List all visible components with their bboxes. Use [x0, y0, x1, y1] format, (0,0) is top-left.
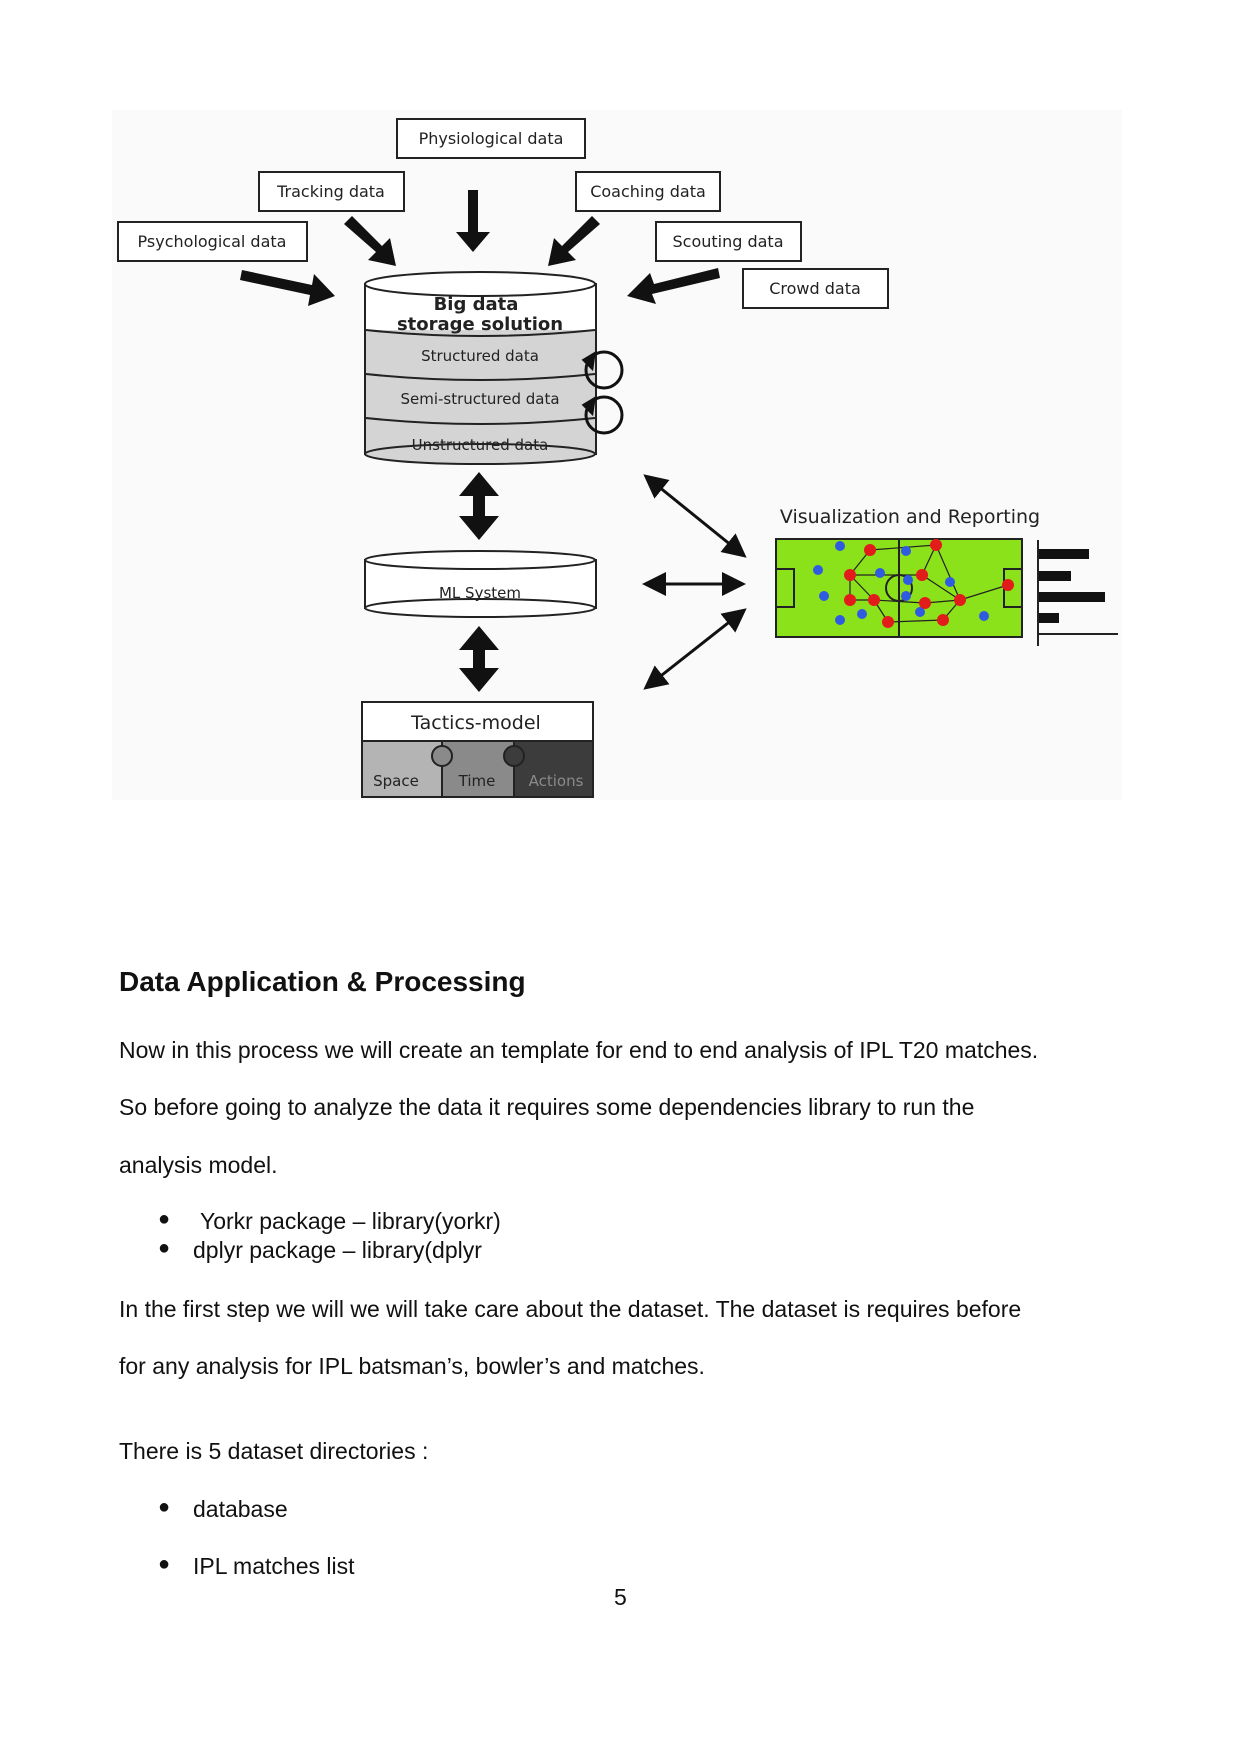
psychological-data-label: Psychological data: [138, 232, 287, 251]
double-arrow-icon: [459, 472, 499, 540]
bullet-icon: ●: [158, 1496, 171, 1518]
psychological-data-box: Psychological data: [117, 221, 308, 262]
paragraph-line: Now in this process we will create an te…: [119, 1037, 1039, 1063]
tactics-piece-space: Space: [373, 772, 419, 790]
connector-arrows: [642, 474, 747, 690]
structured-data-label: Structured data: [421, 347, 539, 365]
physiological-data-label: Physiological data: [419, 129, 564, 148]
bullet-icon: ●: [158, 1208, 171, 1230]
list-item-text: dplyr package – library(dplyr: [193, 1237, 482, 1263]
coaching-data-label: Coaching data: [590, 182, 706, 201]
double-arrow-icon: [459, 626, 499, 692]
storage-title-line1: Big data: [434, 294, 519, 315]
paragraph-line: for any analysis for IPL batsman’s, bowl…: [119, 1353, 705, 1379]
paragraph-line: In the first step we will we will take c…: [119, 1296, 1022, 1322]
list-item-text: IPL matches list: [193, 1553, 355, 1579]
crowd-data-label: Crowd data: [769, 279, 861, 298]
coaching-data-box: Coaching data: [575, 171, 721, 212]
tactics-piece-actions: Actions: [529, 772, 584, 790]
list-item-text: Yorkr package – library(yorkr): [200, 1208, 501, 1234]
tactics-piece-time: Time: [458, 772, 496, 790]
scouting-data-box: Scouting data: [655, 221, 802, 262]
cycle-icon: [581, 395, 624, 435]
semi-structured-data-label: Semi-structured data: [400, 390, 559, 408]
paragraph-line: So before going to analyze the data it r…: [119, 1094, 975, 1120]
scouting-data-label: Scouting data: [672, 232, 783, 251]
list-item-text: database: [193, 1496, 288, 1522]
storage-title-line2: storage solution: [397, 314, 563, 335]
paragraph-line: There is 5 dataset directories :: [119, 1438, 429, 1464]
visualization-title: Visualization and Reporting: [780, 506, 1040, 528]
pitch-visualization: [775, 538, 1023, 638]
ml-system-cylinder: ML System: [364, 550, 597, 618]
crowd-data-box: Crowd data: [742, 268, 889, 309]
data-flow-diagram: Physiological data Tracking data Coachin…: [112, 110, 1122, 800]
bullet-icon: ●: [158, 1237, 171, 1259]
input-arrows: [240, 190, 720, 306]
cycle-icon: [581, 350, 624, 390]
ml-system-label: ML System: [439, 584, 521, 602]
section-heading: Data Application & Processing: [119, 966, 526, 997]
tracking-data-label: Tracking data: [276, 182, 385, 201]
bullet-icon: ●: [158, 1553, 171, 1575]
bar-chart-icon: [1037, 540, 1118, 646]
page-number: 5: [614, 1584, 627, 1610]
storage-cylinder: Big data storage solution Structured dat…: [364, 271, 597, 465]
paragraph-line: analysis model.: [119, 1152, 278, 1178]
tactics-model-box: Tactics-model Space Time Actions: [361, 701, 594, 798]
unstructured-data-label: Unstructured data: [412, 436, 549, 454]
physiological-data-box: Physiological data: [396, 118, 586, 159]
tracking-data-box: Tracking data: [258, 171, 405, 212]
tactics-model-title: Tactics-model: [410, 712, 541, 734]
